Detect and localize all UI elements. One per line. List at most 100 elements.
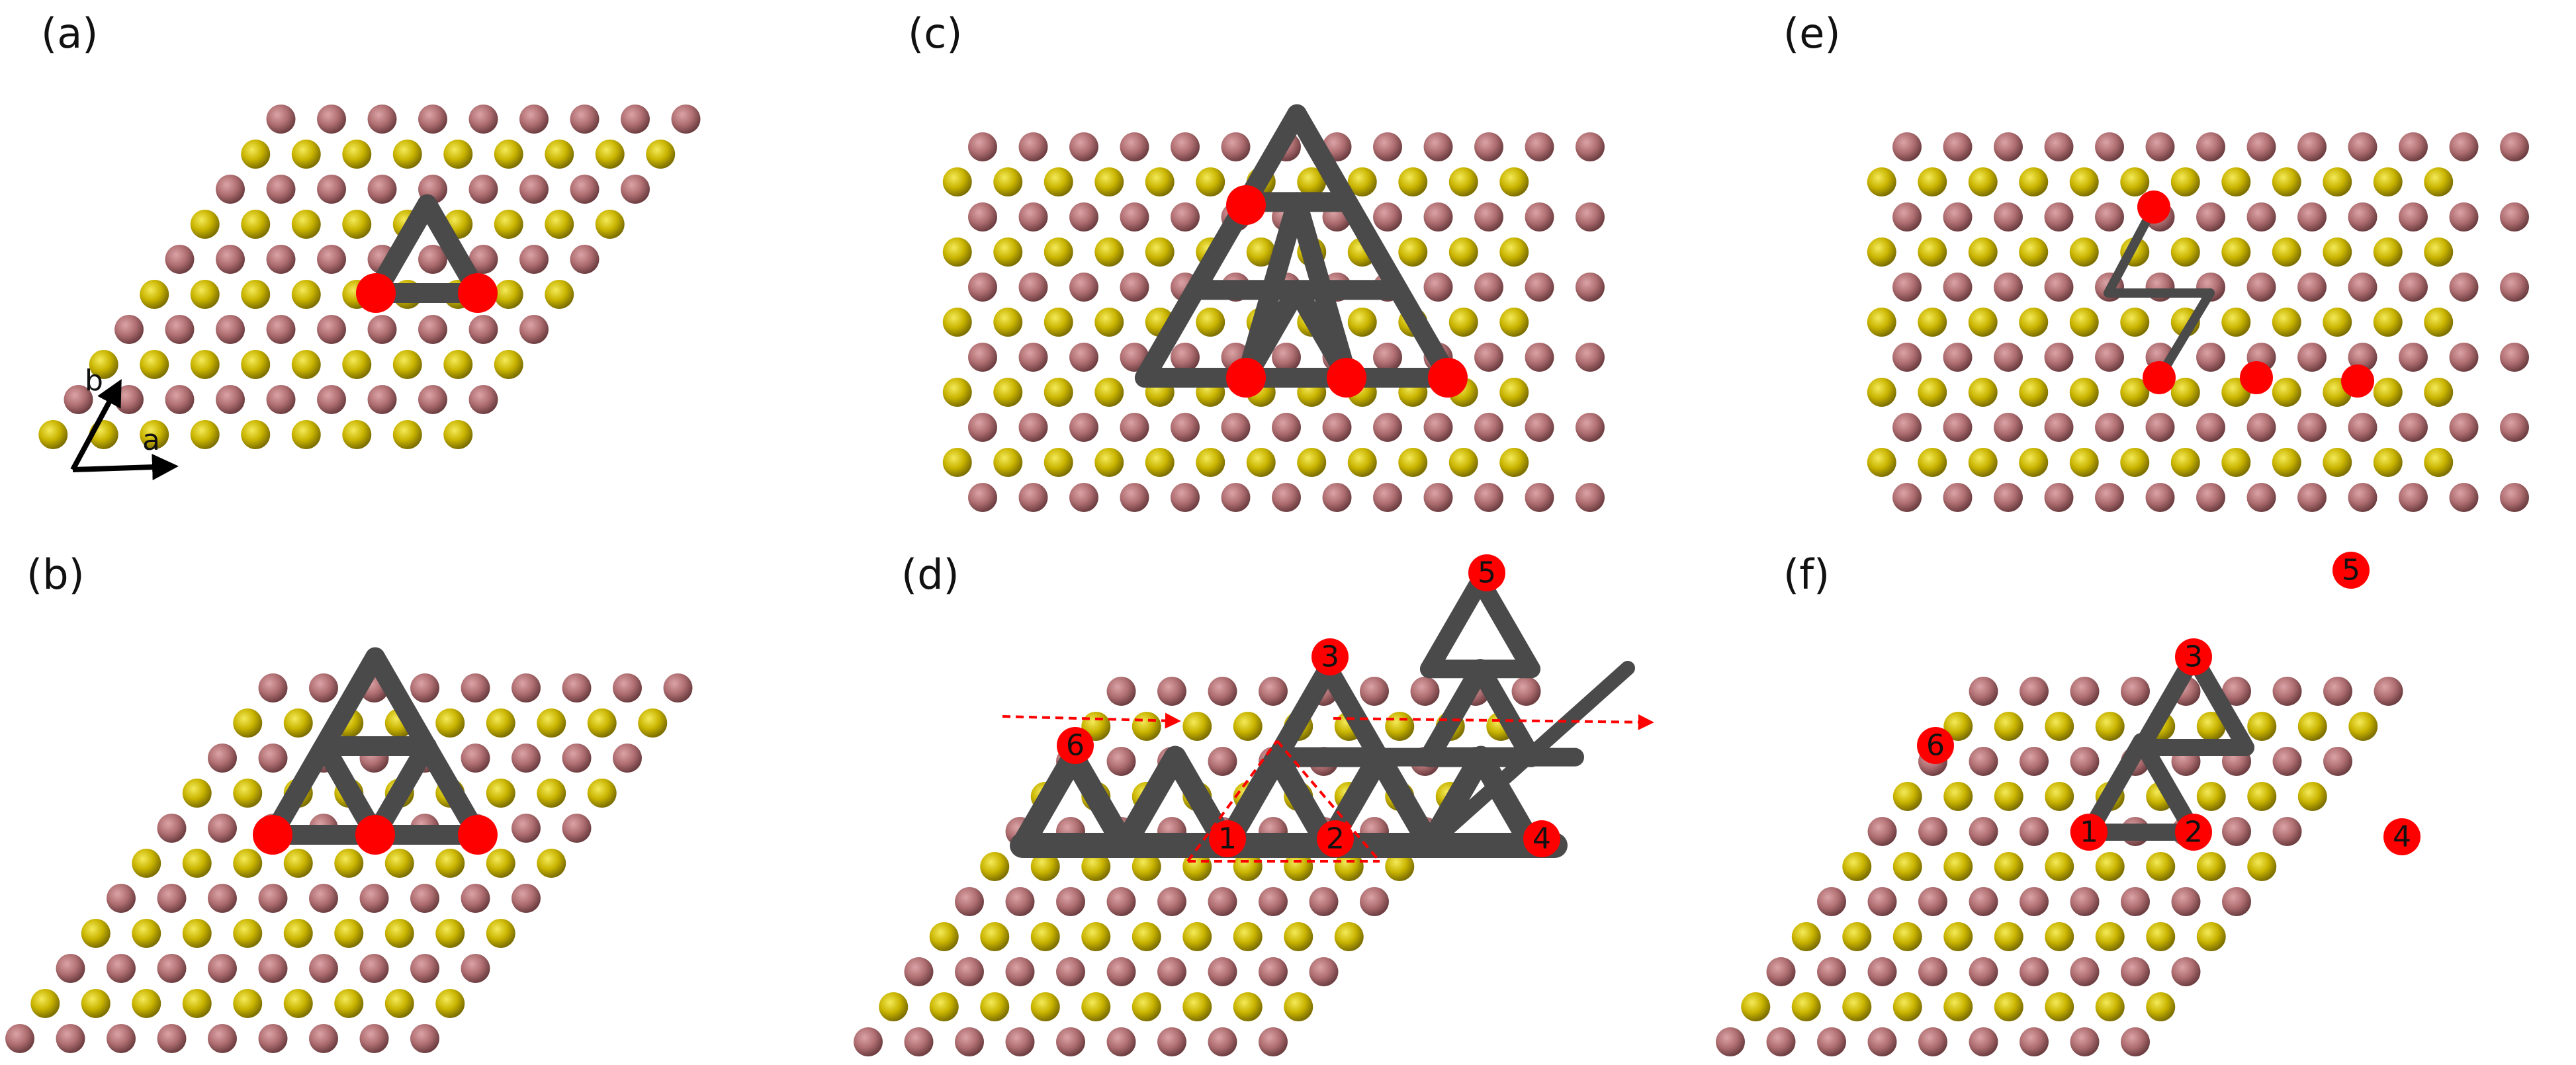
- yellow-atom: [980, 852, 1010, 881]
- pink-atom: [1892, 273, 1922, 302]
- pink-atom: [1171, 343, 1200, 372]
- marker-number: 2: [2184, 816, 2203, 849]
- yellow-atom: [486, 708, 515, 738]
- pink-atom: [1056, 887, 1085, 916]
- pink-atom: [309, 884, 338, 913]
- yellow-atom: [283, 708, 313, 738]
- yellow-atom: [283, 989, 313, 1018]
- pink-atom: [968, 132, 997, 161]
- pink-atom: [2449, 273, 2479, 302]
- pink-atom: [1259, 677, 1288, 706]
- yellow-atom: [545, 210, 574, 239]
- pink-atom: [216, 245, 245, 274]
- lattice-vectors: a b: [70, 364, 179, 481]
- yellow-atom: [1044, 448, 1073, 477]
- pink-atom: [216, 175, 245, 204]
- yellow-atom: [1994, 922, 2023, 951]
- yellow-atom: [291, 140, 321, 169]
- yellow-atom: [1094, 167, 1124, 196]
- yellow-atom: [132, 919, 161, 948]
- yellow-atom: [435, 989, 465, 1018]
- pink-atom: [1716, 1027, 1745, 1056]
- yellow-atom: [342, 210, 372, 239]
- pink-atom: [1120, 202, 1149, 232]
- pink-atom: [2070, 1027, 2100, 1056]
- pink-atom: [519, 105, 549, 134]
- pink-atom: [663, 673, 693, 703]
- pink-atom: [1817, 887, 1846, 916]
- pink-atom: [1867, 1027, 1897, 1056]
- pink-atom: [258, 954, 288, 983]
- yellow-atom: [342, 140, 372, 169]
- yellow-atom: [1741, 992, 1771, 1021]
- pink-atom: [1069, 343, 1098, 372]
- pink-atom: [2246, 413, 2276, 442]
- yellow-atom: [132, 989, 161, 1018]
- numbered-marker: [1468, 554, 1505, 591]
- yellow-atom: [1132, 712, 1161, 741]
- yellow-atom: [537, 779, 566, 808]
- marker-number: 6: [1926, 729, 1945, 763]
- yellow-atom: [1867, 308, 1896, 337]
- pink-atom: [570, 245, 600, 274]
- pink-atom: [1018, 343, 1048, 372]
- yellow-atom: [435, 919, 465, 948]
- yellow-atom: [2297, 712, 2327, 741]
- yellow-atom: [241, 210, 271, 239]
- yellow-atom: [1246, 237, 1276, 267]
- pink-atom: [2121, 887, 2150, 916]
- pink-atom: [2020, 1027, 2049, 1056]
- yellow-atom: [1499, 308, 1529, 337]
- pink-atom: [410, 954, 439, 983]
- yellow-atom: [1994, 782, 2023, 811]
- yellow-atom: [233, 779, 263, 808]
- pink-atom: [2222, 887, 2251, 916]
- pink-atom: [1272, 483, 1301, 512]
- pink-atom: [1171, 483, 1200, 512]
- pink-atom: [1943, 413, 1973, 442]
- yellow-atom: [993, 448, 1023, 477]
- pink-atom: [955, 1027, 984, 1056]
- yellow-atom: [545, 140, 574, 169]
- pink-atom: [468, 385, 498, 414]
- pink-atom: [1106, 957, 1136, 986]
- pink-atom: [1994, 132, 2023, 161]
- pink-atom: [1576, 413, 1605, 442]
- pink-atom: [2449, 343, 2479, 372]
- pink-atom: [1056, 957, 1085, 986]
- pink-atom: [1157, 887, 1186, 916]
- yellow-atom: [2297, 782, 2327, 811]
- pink-atom: [157, 1024, 187, 1053]
- pink-atom: [1309, 957, 1339, 986]
- yellow-atom: [81, 989, 111, 1018]
- yellow-atom: [2196, 922, 2226, 951]
- pink-atom: [854, 1027, 883, 1056]
- yellow-atom: [494, 140, 523, 169]
- pink-atom: [309, 954, 338, 983]
- vector-b-label: b: [85, 364, 103, 398]
- yellow-atom: [1196, 448, 1225, 477]
- pink-atom: [1106, 887, 1136, 916]
- red-marker: [1428, 358, 1468, 398]
- pink-atom: [1157, 677, 1186, 706]
- pink-atom: [968, 273, 997, 302]
- yellow-atom: [2323, 167, 2352, 196]
- pink-atom: [2348, 273, 2377, 302]
- yellow-atom: [1233, 852, 1263, 881]
- yellow-atom: [595, 140, 625, 169]
- yellow-atom: [1994, 992, 2023, 1021]
- numbered-marker: [1917, 727, 1954, 764]
- lattice-f: [1716, 677, 2403, 1056]
- pink-atom: [157, 884, 187, 913]
- bond: [1470, 659, 1541, 767]
- marker-number: 3: [2184, 640, 2203, 674]
- pink-atom: [2272, 677, 2302, 706]
- yellow-atom: [384, 989, 414, 1018]
- pink-atom: [367, 385, 397, 414]
- yellow-atom: [2221, 448, 2251, 477]
- yellow-atom: [1968, 448, 1998, 477]
- yellow-atom: [1145, 448, 1175, 477]
- pink-atom: [2044, 132, 2074, 161]
- pink-atom: [511, 673, 541, 703]
- pink-atom: [1423, 202, 1453, 232]
